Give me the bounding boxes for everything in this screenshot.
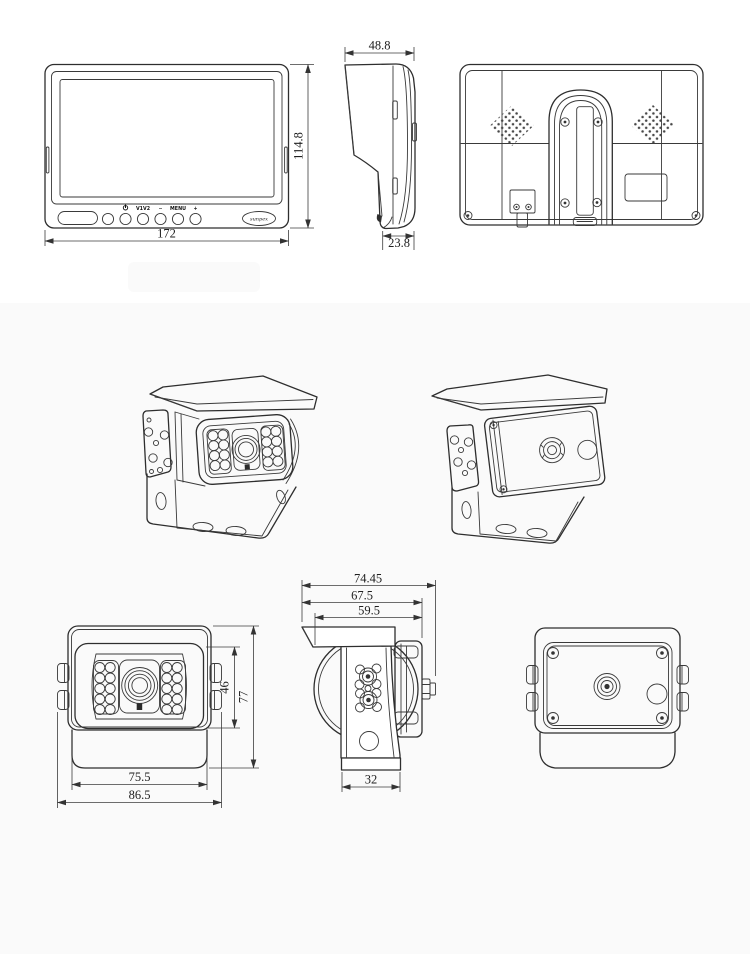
ir-led-cluster-right bbox=[161, 662, 183, 715]
camera-back-view bbox=[526, 627, 689, 769]
dim-bracket-width: 32 bbox=[341, 772, 401, 792]
mount-screws bbox=[560, 117, 603, 208]
brand-logo: sunpex bbox=[242, 211, 276, 226]
ir-led-cluster-left bbox=[94, 662, 116, 715]
mount-rail bbox=[576, 106, 594, 216]
camera-rear-perspective-view bbox=[431, 374, 608, 544]
video-connector bbox=[593, 673, 621, 700]
ir-sensor bbox=[136, 703, 143, 710]
adjustment-knob-bottom bbox=[355, 688, 382, 713]
power-icon bbox=[122, 204, 129, 211]
hinge-lugs bbox=[57, 663, 222, 710]
mounting-bracket bbox=[451, 487, 585, 544]
ir-window bbox=[57, 211, 98, 225]
lens bbox=[119, 659, 160, 714]
minus-button bbox=[154, 212, 167, 226]
monitor-front-view: V1V2 − MENU + sunpex 172 114.8 bbox=[44, 63, 314, 246]
dim-monitor-width: 172 bbox=[44, 227, 289, 246]
camera-front-dimension-view: 46 77 75.5 86.5 bbox=[57, 625, 259, 808]
dim-mid-depth: 67.5 bbox=[301, 589, 423, 638]
dim-monitor-depth-top: 48.8 bbox=[344, 39, 415, 62]
dim-camera-outer-height: 77 bbox=[209, 625, 259, 769]
dim-monitor-height: 114.8 bbox=[290, 64, 314, 229]
monitor-back-view bbox=[459, 63, 704, 228]
ir-sensor bbox=[244, 464, 250, 470]
dim-camera-inner-width: 75.5 bbox=[71, 732, 208, 790]
dim-label: 46 bbox=[218, 681, 232, 694]
side-wing bbox=[446, 424, 480, 492]
dim-label: 67.5 bbox=[351, 589, 373, 603]
bracket bbox=[71, 729, 208, 769]
video-connector bbox=[539, 437, 566, 464]
dim-overall-depth: 74.45 bbox=[301, 572, 436, 676]
ir-led-cluster-left bbox=[207, 429, 231, 472]
dim-label: 48.8 bbox=[369, 39, 391, 53]
power-connector-block bbox=[509, 189, 536, 228]
ir-led-cluster-right bbox=[260, 425, 284, 468]
connector-tip bbox=[429, 682, 436, 696]
hinge-dot bbox=[376, 214, 382, 223]
dim-camera-inner-height: 46 bbox=[206, 646, 240, 729]
right-speaker-grille bbox=[631, 105, 675, 146]
corner-screws bbox=[463, 211, 701, 220]
plus-button bbox=[189, 212, 202, 226]
knockout-circle bbox=[577, 439, 598, 460]
dim-label: 59.5 bbox=[358, 604, 380, 618]
dim-label: 74.45 bbox=[354, 572, 382, 586]
dim-label: 114.8 bbox=[292, 132, 306, 160]
dim-label: 32 bbox=[365, 773, 378, 787]
sun-shade bbox=[301, 626, 396, 648]
bracket-foot bbox=[340, 757, 402, 771]
dim-label: 77 bbox=[237, 691, 251, 704]
mount-hole bbox=[359, 731, 379, 751]
v1v2-label: V1V2 bbox=[136, 206, 150, 212]
knockout-circle bbox=[646, 683, 668, 705]
bracket bbox=[539, 732, 676, 769]
dim-label: 86.5 bbox=[129, 788, 151, 802]
connector bbox=[421, 678, 431, 700]
right-frame-slot bbox=[284, 146, 288, 174]
back-plate bbox=[483, 405, 606, 498]
power-button bbox=[119, 212, 132, 226]
mount-bracket bbox=[548, 89, 613, 226]
plus-label: + bbox=[193, 206, 197, 212]
faint-watermark-box bbox=[128, 262, 260, 292]
lens bbox=[231, 427, 261, 471]
dim-label: 172 bbox=[157, 227, 176, 241]
menu-label: MENU bbox=[170, 206, 186, 212]
button-row: V1V2 − MENU + bbox=[57, 204, 202, 226]
button-1 bbox=[101, 212, 115, 226]
hinge-lugs bbox=[526, 665, 689, 712]
rear-housing bbox=[393, 640, 436, 738]
monitor-side-view: 48.8 23.8 bbox=[344, 39, 417, 250]
sun-shade bbox=[431, 374, 608, 411]
bracket-arm bbox=[340, 645, 402, 771]
dim-label: 75.5 bbox=[129, 770, 151, 784]
camera-side-dimension-view: 74.45 67.5 59.5 32 bbox=[301, 572, 436, 792]
dim-camera-outer-width: 86.5 bbox=[57, 712, 222, 808]
corner-screws bbox=[547, 647, 668, 724]
mount-tab bbox=[572, 217, 598, 226]
mounting-bracket bbox=[146, 473, 297, 539]
sun-shade bbox=[149, 375, 318, 412]
left-speaker-grille bbox=[490, 105, 534, 146]
logo-text: sunpex bbox=[250, 217, 268, 223]
label-recess bbox=[624, 173, 668, 202]
v1v2-button bbox=[136, 212, 150, 226]
left-frame-slot bbox=[45, 146, 50, 174]
dim-monitor-depth-bottom: 23.8 bbox=[382, 231, 415, 250]
camera-front-perspective-view bbox=[142, 375, 318, 539]
front-face bbox=[195, 414, 294, 485]
menu-button bbox=[171, 212, 185, 226]
minus-label: − bbox=[158, 207, 162, 212]
adjustment-knob-top bbox=[354, 663, 382, 690]
dim-body-depth: 59.5 bbox=[314, 604, 423, 645]
dim-label: 23.8 bbox=[388, 236, 410, 250]
side-wing bbox=[142, 409, 173, 478]
